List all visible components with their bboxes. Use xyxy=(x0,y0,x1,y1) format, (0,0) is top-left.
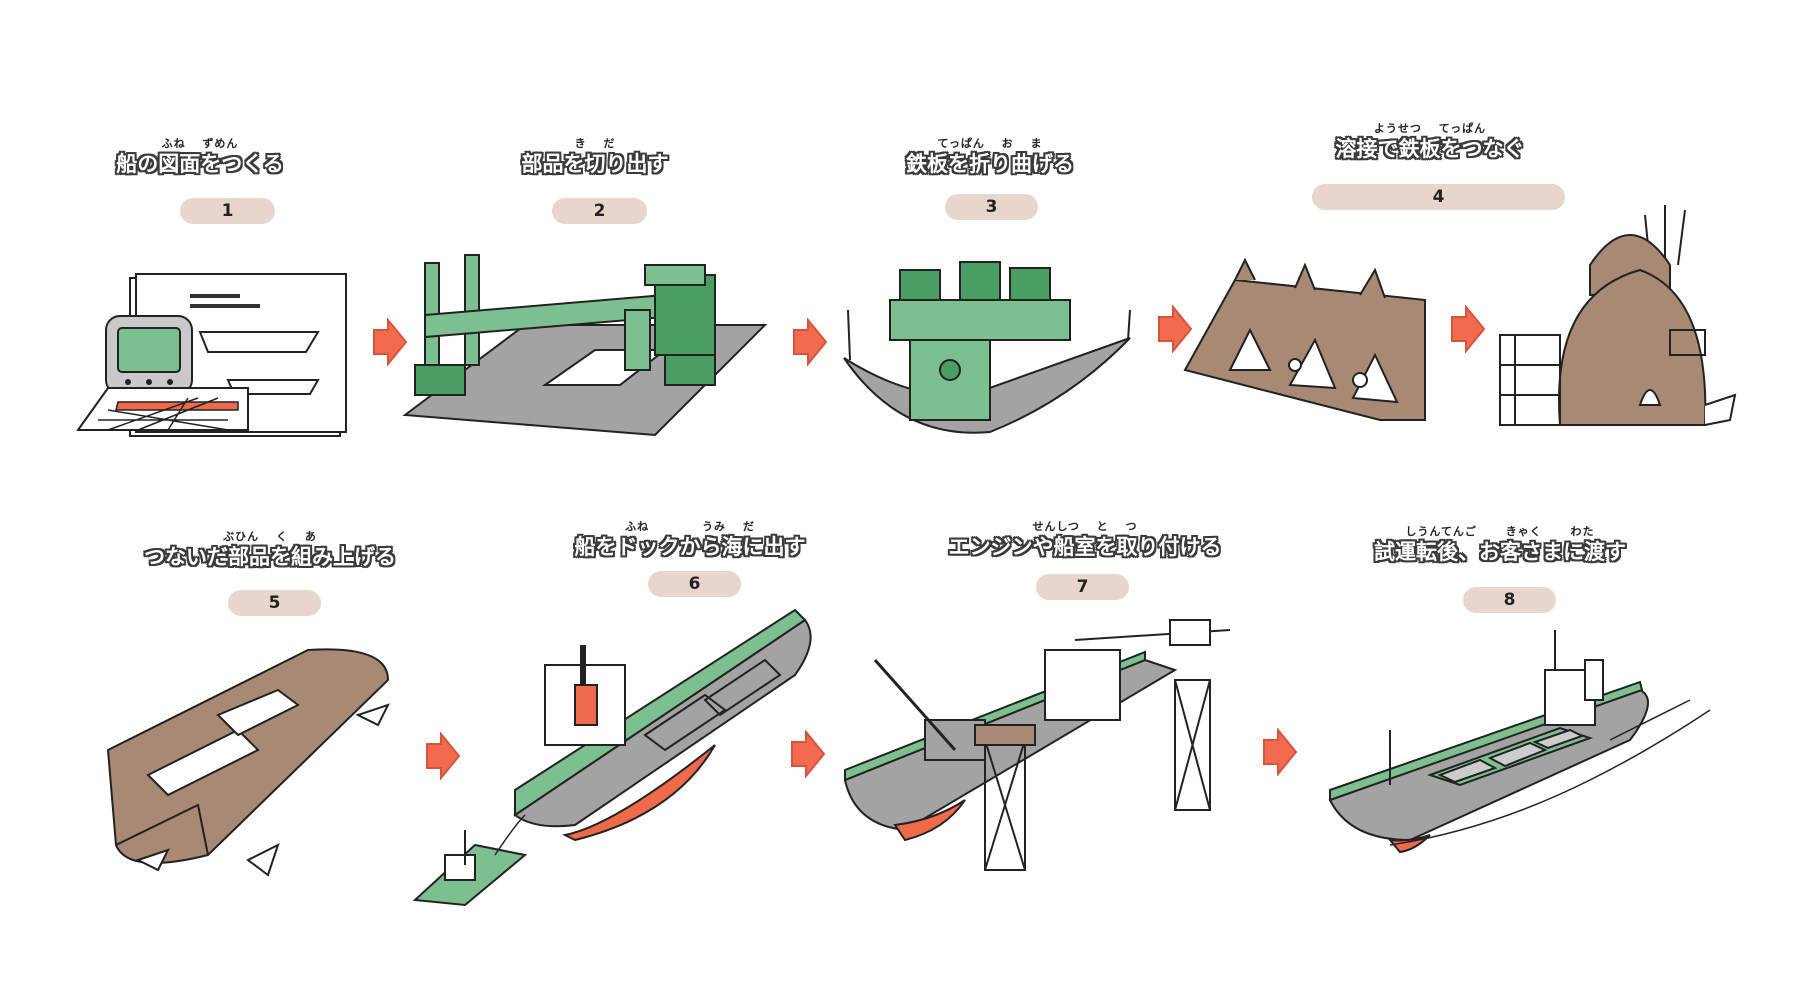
hull-block-assembly-illustration xyxy=(1499,205,1737,426)
step-3-ruby: てっぱん お ま xyxy=(937,137,1043,150)
arrow-icon xyxy=(372,317,408,370)
step-6-ruby: ふね うみ だ xyxy=(625,520,755,533)
step-8-ruby: しうんてんご きゃく わた xyxy=(1405,525,1595,538)
step-4-title: 溶接で鉄板をつなぐ xyxy=(1335,137,1525,161)
step-7-title-block: せんしつ と つ エンジンや船室を取り付ける xyxy=(945,520,1225,560)
step-3-title-block: てっぱん お ま 鉄板を折り曲げる xyxy=(900,137,1080,177)
step-6-title: 船をドックから海に出す xyxy=(574,535,806,559)
step-8-badge: 8 xyxy=(1463,587,1556,613)
step-7-badge: 7 xyxy=(1036,574,1129,600)
step-2-badge: 2 xyxy=(552,198,647,224)
step-7-title: エンジンや船室を取り付ける xyxy=(948,535,1222,559)
step-4-title-block: ようせつ てっぱん 溶接で鉄板をつなぐ xyxy=(1330,122,1530,162)
welded-frames-illustration xyxy=(1183,257,1426,421)
step-3-badge: 3 xyxy=(945,194,1038,220)
completed-ship-at-sea-illustration xyxy=(1328,630,1711,854)
step-4-ruby: ようせつ てっぱん xyxy=(1373,122,1487,135)
ship-launch-with-tugboat-illustration xyxy=(412,608,812,907)
step-6-badge: 6 xyxy=(648,571,741,597)
arrow-icon xyxy=(790,729,826,782)
blueprint-monitor-illustration xyxy=(76,273,347,437)
step-2-ruby: き だ xyxy=(574,137,616,150)
arrow-icon xyxy=(1157,304,1193,357)
arrow-icon xyxy=(1262,727,1298,780)
step-5-title-block: ぶひん く あ つないだ部品を組み上げる xyxy=(140,530,400,570)
step-8-title-block: しうんてんご きゃく わた 試運転後、お客さまに渡す xyxy=(1370,525,1630,565)
step-1-title-block: ふね ずめん 船の図面をつくる xyxy=(110,137,290,177)
step-1-title: 船の図面をつくる xyxy=(116,152,284,176)
assembled-hull-illustration xyxy=(106,648,390,877)
step-2-title: 部品を切り出す xyxy=(521,152,669,176)
step-8-title: 試運転後、お客さまに渡す xyxy=(1374,540,1626,564)
step-4-badge: 4 xyxy=(1312,184,1565,210)
outfitting-with-cranes-illustration xyxy=(843,619,1231,871)
arrow-icon xyxy=(792,317,828,370)
arrow-icon xyxy=(1450,304,1486,357)
plate-bending-press-illustration xyxy=(843,261,1131,434)
arrow-icon xyxy=(425,731,461,784)
step-5-badge: 5 xyxy=(228,590,321,616)
step-5-title: つないだ部品を組み上げる xyxy=(144,545,396,569)
step-1-ruby: ふね ずめん xyxy=(161,137,239,150)
step-6-title-block: ふね うみ だ 船をドックから海に出す xyxy=(570,520,810,560)
plasma-cutter-illustration xyxy=(402,254,768,437)
step-5-ruby: ぶひん く あ xyxy=(223,530,317,543)
step-3-title: 鉄板を折り曲げる xyxy=(906,152,1074,176)
step-2-title-block: き だ 部品を切り出す xyxy=(500,137,690,177)
step-7-ruby: せんしつ と つ xyxy=(1032,520,1138,533)
step-1-badge: 1 xyxy=(180,198,275,224)
